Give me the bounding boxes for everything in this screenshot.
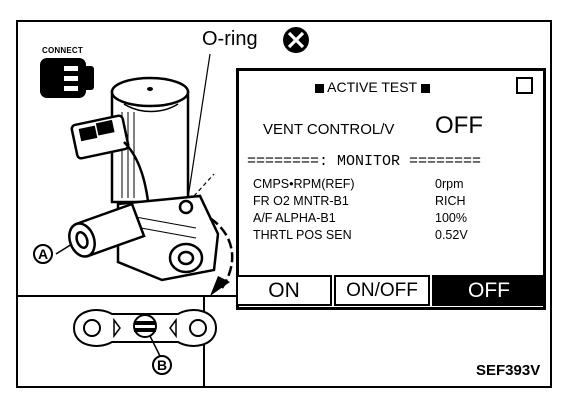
monitor-value: RICH: [435, 194, 466, 208]
off-button[interactable]: OFF: [432, 275, 546, 306]
title-square-right-icon: [420, 84, 430, 93]
gasket-inset: [72, 309, 218, 347]
monitor-value: 0.52V: [435, 228, 468, 242]
on-off-button[interactable]: ON/OFF: [334, 275, 430, 306]
connector-plug-icon: [40, 58, 94, 98]
side-pipe: [68, 202, 146, 258]
leader-oring-dash: [193, 173, 215, 197]
valve-body: [110, 76, 190, 204]
monitor-label: A/F ALPHA-B1: [253, 211, 336, 225]
monitor-header: ========: MONITOR ========: [247, 153, 482, 170]
on-button[interactable]: ON: [236, 275, 332, 306]
leader-a: [55, 243, 73, 255]
monitor-label: FR O2 MNTR-B1: [253, 194, 349, 208]
connect-label: CONNECT: [42, 46, 83, 55]
oring-label: O-ring: [202, 28, 258, 50]
monitor-list: CMPS•RPM(REF) 0rpm FR O2 MNTR-B1 RICH A/…: [253, 177, 543, 245]
vent-control-label: VENT CONTROL/V: [263, 121, 395, 138]
valve-flange: [116, 194, 220, 282]
leader-oring: [187, 53, 211, 199]
figure-frame: [16, 20, 552, 388]
monitor-row: A/F ALPHA-B1 100%: [253, 211, 543, 228]
monitor-row: FR O2 MNTR-B1 RICH: [253, 194, 543, 211]
active-test-panel: ACTIVE TEST VENT CONTROL/V OFF ========:…: [236, 68, 546, 310]
monitor-label: CMPS•RPM(REF): [253, 177, 355, 191]
prohibited-x-icon: [283, 27, 309, 53]
valve-connector: [70, 114, 130, 160]
rotation-arrow-icon: [209, 216, 234, 296]
callout-a: A: [33, 244, 53, 264]
panel-title: ACTIVE TEST: [315, 79, 430, 95]
monitor-row: THRTL POS SEN 0.52V: [253, 228, 543, 245]
monitor-value: 100%: [435, 211, 467, 225]
panel-title-text: ACTIVE TEST: [327, 79, 417, 95]
callout-b: B: [152, 355, 172, 375]
vent-control-value: OFF: [435, 112, 483, 139]
figure-code: SEF393V: [476, 362, 541, 379]
monitor-value: 0rpm: [435, 177, 464, 191]
panel-checkbox[interactable]: [516, 77, 533, 94]
leader-b: [149, 335, 161, 357]
monitor-label: THRTL POS SEN: [253, 228, 352, 242]
title-square-left-icon: [315, 84, 324, 93]
monitor-row: CMPS•RPM(REF) 0rpm: [253, 177, 543, 194]
